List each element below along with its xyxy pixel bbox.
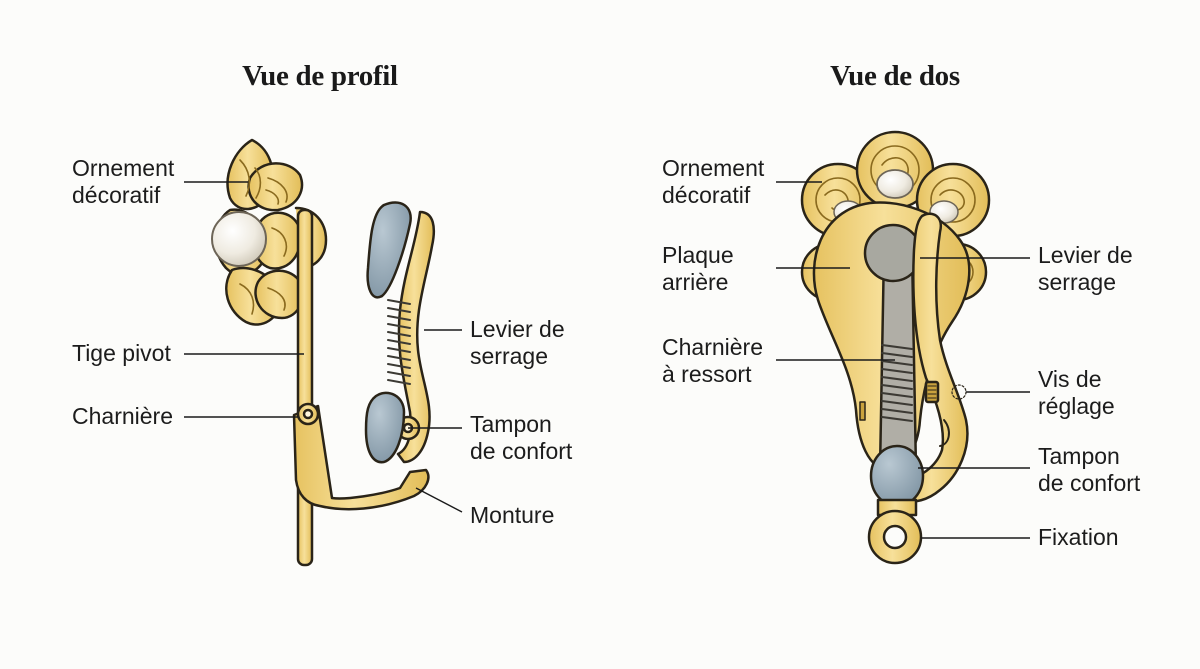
profile-label-ornament: Ornement décoratif [72,155,174,209]
back-spring [881,344,913,422]
label-line: Ornement [662,155,765,181]
label-line: Tampon [1038,443,1120,469]
profile-upper-pad [366,201,412,299]
label-line: Plaque [662,242,734,268]
profile-lower-pad [364,391,406,464]
back-label-ornament: Ornement décoratif [662,155,764,209]
label-line: Charnière [662,334,763,360]
label-line: Tampon [470,411,552,437]
label-line: Vis de [1038,366,1102,392]
label-line: Charnière [72,403,173,429]
profile-hinge-arm [292,404,430,511]
profile-label-hinge: Charnière [72,403,173,430]
label-line: serrage [470,343,548,369]
profile-leader-lines [184,181,463,513]
label-line: à ressort [662,361,752,387]
label-line: décoratif [662,182,751,208]
label-line: Levier de [1038,242,1133,268]
back-view-title: Vue de dos [830,60,960,92]
back-label-spring-hinge: Charnière à ressort [662,334,763,388]
label-line: Fixation [1038,524,1119,550]
label-line: serrage [1038,269,1116,295]
back-clamp-lever [900,212,969,503]
profile-label-pivot-stem: Tige pivot [72,340,171,367]
label-line: Tige pivot [72,340,171,366]
profile-ornament [211,138,328,326]
profile-clip-illustration [211,138,436,567]
profile-label-comfort-pad: Tampon de confort [470,411,572,465]
back-label-clamp-lever: Levier de serrage [1038,242,1133,296]
label-line: arrière [662,269,729,295]
label-line: décoratif [72,182,161,208]
label-line: Levier de [470,316,565,342]
profile-spring [387,299,411,385]
label-line: de confort [470,438,573,464]
label-line: Monture [470,502,555,528]
back-label-attachment: Fixation [1038,524,1119,551]
back-leader-lines [776,181,1030,539]
profile-label-frame: Monture [470,502,554,529]
label-line: réglage [1038,393,1115,419]
label-line: Ornement [72,155,175,181]
back-label-back-plate: Plaque arrière [662,242,734,296]
profile-pivot-stem [296,208,314,567]
back-label-comfort-pad: Tampon de confort [1038,443,1140,497]
profile-label-clamp-lever: Levier de serrage [470,316,565,370]
back-comfort-pad [869,444,925,508]
label-line: de confort [1038,470,1141,496]
back-label-adjust-screw: Vis de réglage [1038,366,1115,420]
profile-view-title: Vue de profil [242,60,398,92]
back-clip-illustration [800,130,991,565]
back-adjust-screw [924,380,940,404]
